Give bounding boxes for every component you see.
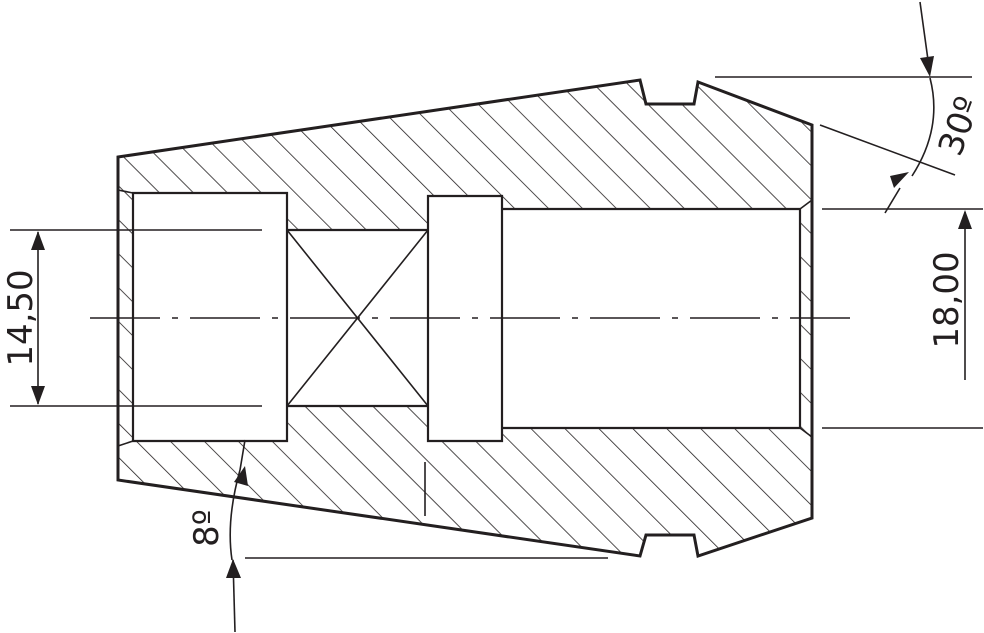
dimension-left-diameter: 14,50: [1, 229, 262, 407]
left-chamfer: [117, 189, 134, 447]
inner-groove-outline: [426, 194, 504, 443]
dimension-taper-angle: 8º: [187, 439, 608, 633]
left-bore-outline: [131, 191, 289, 443]
dim-label-8-degrees: 8º: [187, 509, 227, 547]
right-chamfer: [799, 199, 813, 438]
section-hatching: [118, 80, 812, 556]
dim-label-18-00: 18,00: [927, 251, 967, 348]
middle-passage-outline: [287, 228, 428, 408]
outer-body-outline: [116, 78, 814, 558]
dimension-right-diameter: 18,00: [822, 208, 983, 429]
dim-label-14-50: 14,50: [1, 269, 41, 366]
dim-label-30-degrees: 30º: [931, 92, 984, 161]
